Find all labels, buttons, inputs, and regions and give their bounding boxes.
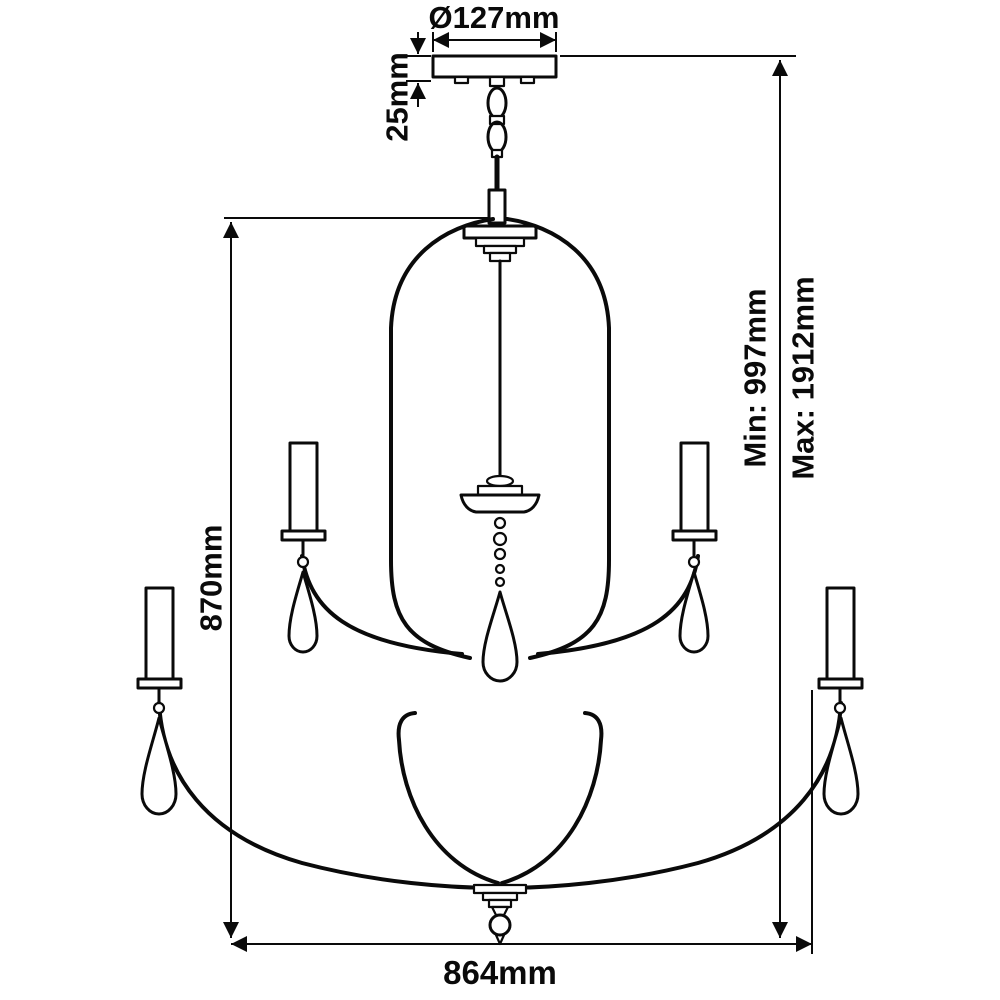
dim-width: 864mm: [231, 690, 813, 991]
canopy-hanger: [488, 75, 506, 88]
dim-canopy-diameter: Ø127mm: [429, 0, 560, 52]
upper-frame-right: [505, 217, 611, 660]
bead-3: [493, 547, 507, 561]
lower-loop-left: [396, 711, 500, 885]
max-height-label: Max: 1912mm: [786, 276, 821, 479]
hub-disc: [462, 224, 538, 240]
rod-sleeve: [487, 188, 507, 225]
canopy-height-label: 25mm: [380, 52, 415, 142]
drop-ring: [494, 576, 506, 588]
canopy-plate: [431, 54, 558, 79]
teardrop: [287, 570, 319, 654]
candle-body: [288, 441, 319, 534]
canopy-tab-left: [453, 75, 470, 85]
drop-ring: [152, 701, 166, 715]
canopy-tab-right: [519, 75, 536, 85]
center-ornament: [459, 474, 541, 683]
width-label: 864mm: [443, 954, 557, 991]
lower-arm-left: [157, 701, 499, 890]
drop-ring: [687, 555, 701, 569]
bobeche-bowl: [459, 493, 541, 514]
lower-loop: [396, 711, 604, 885]
teardrop: [822, 716, 860, 816]
top-hub: [462, 224, 538, 480]
lower-arms: [157, 701, 843, 890]
candle-body: [144, 586, 175, 681]
upper-arm-right: [536, 554, 700, 656]
body-height-label: 870mm: [194, 525, 229, 632]
bobeche-collar: [485, 474, 515, 488]
upper-frame: [389, 217, 611, 660]
lower-candle-right: [817, 586, 864, 816]
candle-body: [679, 441, 710, 534]
center-teardrop: [481, 590, 519, 683]
teardrop: [678, 570, 710, 654]
chain-link-2: [486, 120, 508, 154]
bottom-finial: [472, 883, 528, 946]
finial-disc-1: [472, 883, 528, 895]
upper-candle-left: [280, 441, 327, 654]
chain-connector: [488, 114, 506, 126]
dim-body-height: 870mm: [194, 217, 488, 938]
drop-ring: [296, 555, 310, 569]
dim-overall-height: Min: 997mm Max: 1912mm: [560, 55, 821, 938]
upper-candle-right: [671, 441, 718, 654]
bead-4: [494, 563, 506, 575]
min-height-label: Min: 997mm: [738, 288, 773, 467]
upper-frame-left: [389, 217, 495, 660]
lower-loop-right: [500, 711, 604, 885]
candle-body: [825, 586, 856, 681]
bead-2: [492, 531, 508, 547]
hub-ring-1: [474, 236, 526, 248]
teardrop: [140, 716, 178, 816]
canopy-diameter-label: Ø127mm: [429, 0, 560, 35]
finial-ball: [488, 913, 512, 937]
bead-1: [493, 516, 507, 530]
upper-arm-left: [300, 554, 464, 656]
lower-candle-left: [136, 586, 183, 816]
lower-arm-right: [501, 701, 843, 890]
chain-link-1: [486, 86, 508, 120]
drop-ring: [833, 701, 847, 715]
chain-and-rod: [486, 86, 508, 225]
dim-canopy-height: 25mm: [380, 32, 431, 142]
ceiling-canopy: [431, 54, 558, 88]
